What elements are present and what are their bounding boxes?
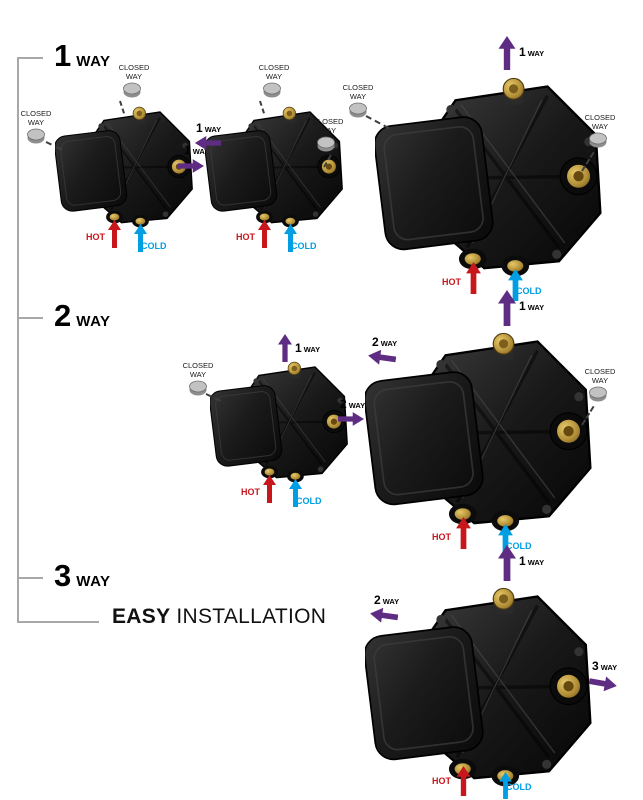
closed-way-plug-icon — [588, 386, 608, 402]
hot-label: HOT — [86, 232, 105, 242]
cold-label: COLD — [516, 286, 542, 296]
section-number: 3 — [54, 558, 72, 593]
hot-arrow-icon — [258, 220, 271, 248]
way-arrow-up-icon — [498, 545, 516, 581]
way-arrow-right-icon — [178, 159, 204, 173]
bracket-tick-3way — [17, 577, 43, 579]
bracket-tick-1way — [17, 57, 43, 59]
valve-body-illustration — [375, 75, 605, 282]
closed-way-plug-icon — [316, 136, 336, 152]
section-2way-heading: 2 WAY — [54, 300, 111, 331]
valve-body-illustration — [365, 330, 595, 537]
section-1way-heading: 1 WAY — [54, 40, 111, 71]
hot-label: HOT — [432, 776, 451, 786]
closed-way-plug-icon — [26, 128, 46, 144]
closed-way-plug-icon — [588, 132, 608, 148]
valve-body-illustration — [210, 360, 350, 486]
way-arrow-left-icon — [194, 136, 222, 150]
cold-label: COLD — [141, 241, 167, 251]
bracket-tick-2way — [17, 317, 43, 319]
bracket-tick-easy — [17, 621, 99, 623]
section-word: WAY — [76, 573, 111, 590]
section-number: 1 — [54, 38, 72, 73]
section-3way-heading: 3 WAY — [54, 560, 111, 591]
hot-arrow-icon — [263, 475, 276, 503]
section-bracket-line — [17, 57, 19, 623]
hot-arrow-icon — [108, 220, 121, 248]
hot-arrow-icon — [456, 766, 471, 796]
closed-way-plug-icon — [122, 82, 142, 98]
cold-label: COLD — [296, 496, 322, 506]
way-arrow-up-icon — [498, 36, 516, 70]
hot-label: HOT — [236, 232, 255, 242]
tagline-bold: EASY — [112, 605, 171, 628]
hot-arrow-icon — [466, 262, 481, 294]
way-arrow-up-icon — [278, 334, 292, 362]
hot-label: HOT — [432, 532, 451, 542]
valve-body-illustration — [55, 105, 195, 231]
hot-arrow-icon — [456, 517, 471, 549]
way-arrow-up-icon — [498, 290, 516, 326]
closed-way-plug-icon — [262, 82, 282, 98]
cold-label: COLD — [291, 241, 317, 251]
tagline-regular: INSTALLATION — [176, 605, 327, 628]
section-number: 2 — [54, 298, 72, 333]
cold-label: COLD — [506, 782, 532, 792]
cold-label: COLD — [506, 541, 532, 551]
way-arrow-right-icon — [338, 412, 364, 426]
section-word: WAY — [76, 313, 111, 330]
hot-label: HOT — [241, 487, 260, 497]
section-word: WAY — [76, 53, 111, 70]
hot-label: HOT — [442, 277, 461, 287]
